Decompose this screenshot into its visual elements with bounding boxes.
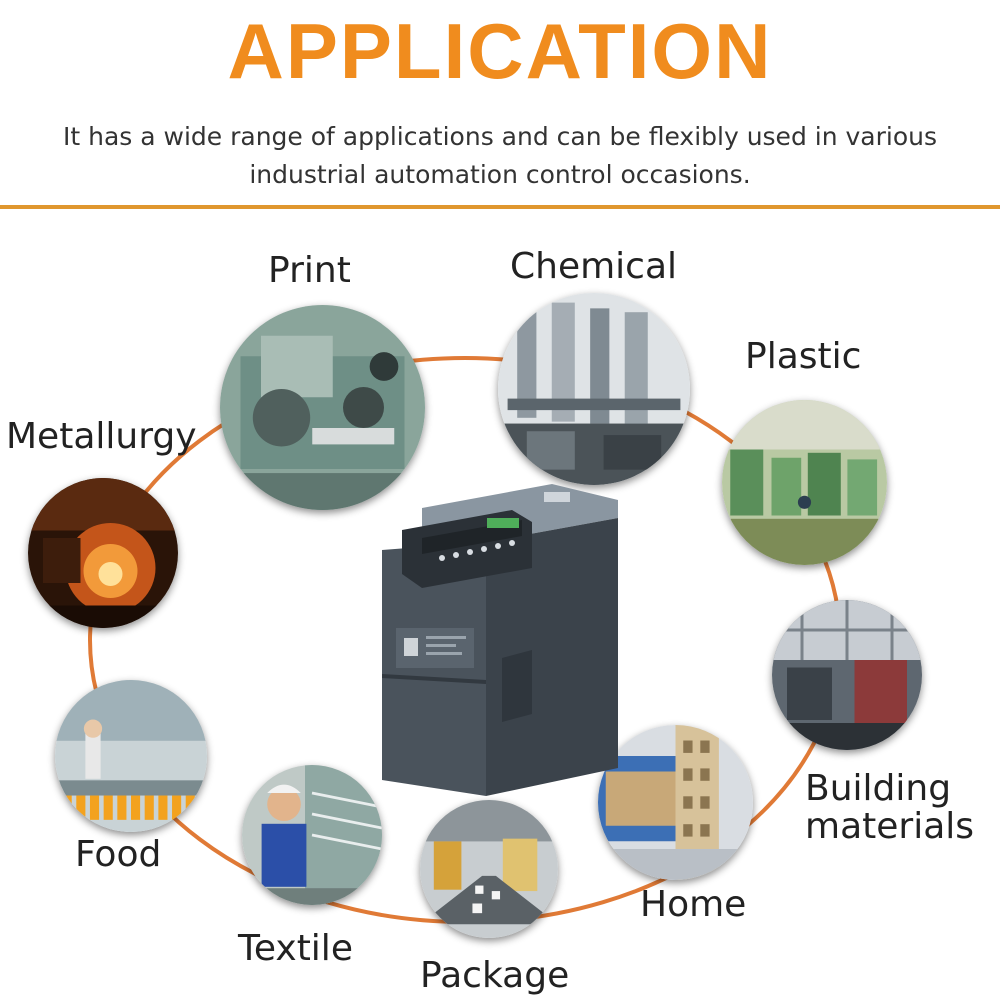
home-photo: [598, 725, 753, 880]
textile-photo: [242, 765, 382, 905]
label-textile: Textile: [238, 928, 353, 969]
header-divider: [0, 205, 1000, 209]
food-photo: [55, 680, 207, 832]
label-print: Print: [268, 250, 351, 291]
page-subtitle: It has a wide range of applications and …: [40, 118, 960, 194]
chemical-photo: [498, 293, 690, 485]
label-metallurgy: Metallurgy: [6, 416, 197, 457]
label-building-materials: Building materials: [805, 770, 974, 846]
building-materials-photo: [772, 600, 922, 750]
plc-module-image: [382, 484, 618, 796]
page-title: APPLICATION: [227, 7, 773, 95]
label-building-line-1: Building: [805, 768, 952, 809]
label-plastic: Plastic: [745, 336, 862, 377]
subtitle-line-1: It has a wide range of applications and …: [63, 122, 937, 151]
plastic-photo: [722, 400, 887, 565]
label-package: Package: [420, 955, 570, 996]
label-home: Home: [640, 884, 747, 925]
label-food: Food: [75, 834, 162, 875]
package-photo: [420, 800, 558, 938]
label-chemical: Chemical: [510, 246, 678, 287]
subtitle-line-2: industrial automation control occasions.: [249, 160, 751, 189]
label-building-line-2: materials: [805, 805, 975, 847]
metallurgy-photo: [28, 478, 178, 628]
